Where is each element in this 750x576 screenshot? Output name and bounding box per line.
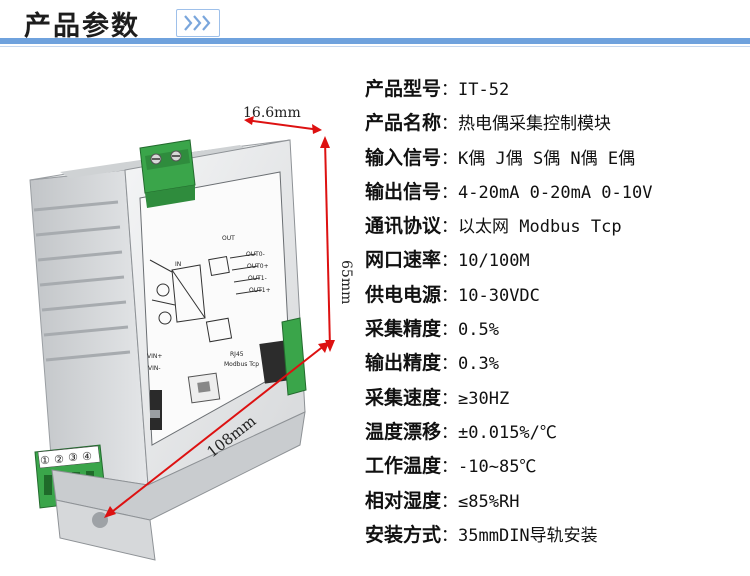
label-out: OUT [222, 235, 235, 242]
spec-label: 供电电源 [365, 283, 442, 306]
spec-row-protocol: 通讯协议：以太网 Modbus Tcp [365, 215, 622, 238]
product-illustration: IN OUT OUT0- OUT0+ OUT1- OUT1+ VIN+ VIN-… [0, 60, 355, 572]
spec-value: 以太网 Modbus Tcp [458, 217, 622, 238]
spec-row-name: 产品名称：热电偶采集控制模块 [365, 112, 612, 135]
spec-row-temp: 工作温度：-10~85℃ [365, 455, 537, 478]
header-line [0, 46, 750, 47]
header-bar [0, 38, 750, 44]
spec-value: IT-52 [458, 80, 510, 100]
terminal-number-3: ③ [68, 451, 78, 464]
spec-label: 采集精度 [365, 318, 442, 341]
spec-label: 相对湿度 [365, 489, 442, 512]
spec-row-model: 产品型号：IT-52 [365, 78, 510, 100]
label-out0-minus: OUT0- [246, 251, 265, 258]
label-out1-plus: OUT1+ [249, 287, 271, 294]
spec-label: 采集速度 [365, 386, 442, 409]
spec-label: 温度漂移 [365, 420, 442, 443]
spec-row-drift: 温度漂移：±0.015%/℃ [365, 420, 557, 443]
label-vin-minus: VIN- [148, 365, 161, 372]
label-rj45: RJ45 [230, 351, 244, 358]
spec-label: 产品型号 [365, 78, 442, 100]
spec-label: 产品名称 [365, 112, 442, 135]
spec-value: K偶 J偶 S偶 N偶 E偶 [458, 148, 636, 169]
spec-row-out-precision: 输出精度：0.3% [365, 352, 499, 375]
terminal-number-1: ① [40, 454, 50, 467]
dimension-height: 65mm [338, 260, 354, 304]
spec-value: 4-20mA 0-20mA 0-10V [458, 182, 653, 203]
spec-row-speed: 采集速度：≥30HZ [365, 386, 510, 409]
spec-label: 输出精度 [365, 352, 442, 375]
label-out1-minus: OUT1- [248, 275, 267, 282]
spec-value: 10/100M [458, 251, 530, 272]
spec-label: 输入信号 [365, 146, 442, 169]
spec-value: -10~85℃ [458, 457, 537, 478]
spec-row-output: 输出信号：4-20mA 0-20mA 0-10V [365, 180, 653, 203]
spec-row-power: 供电电源：10-30VDC [365, 283, 540, 306]
spec-value: 热电偶采集控制模块 [458, 114, 612, 135]
section-header: 产品参数 [0, 0, 750, 48]
spec-value: 35mmDIN导轨安装 [458, 525, 598, 546]
label-modbus: Modbus Tcp [224, 361, 259, 368]
spec-row-acq-precision: 采集精度：0.5% [365, 318, 499, 341]
spec-label: 网口速率 [365, 249, 442, 272]
spec-label: 工作温度 [365, 455, 442, 478]
spec-value: ≥30HZ [458, 388, 510, 409]
spec-value: ±0.015%/℃ [458, 422, 557, 443]
spec-label: 安装方式 [365, 523, 442, 546]
spec-value: 0.5% [458, 320, 499, 341]
terminal-number-2: ② [54, 453, 64, 466]
spec-value: 0.3% [458, 354, 499, 375]
label-in: IN [175, 261, 181, 268]
terminal-number-4: ④ [82, 450, 92, 463]
spec-row-humidity: 相对湿度：≤85%RH [365, 489, 520, 512]
spec-label: 通讯协议 [365, 215, 442, 238]
spec-value: ≤85%RH [458, 491, 520, 512]
spec-value: 10-30VDC [458, 285, 540, 306]
dimension-width: 16.6mm [243, 105, 301, 121]
spec-row-mounting: 安装方式：35mmDIN导轨安装 [365, 523, 598, 546]
spec-row-rate: 网口速率：10/100M [365, 249, 530, 272]
spec-list: 产品型号：IT-52 产品名称：热电偶采集控制模块 输入信号：K偶 J偶 S偶 … [365, 72, 750, 552]
label-vin-plus: VIN+ [147, 353, 162, 360]
label-out0-plus: OUT0+ [247, 263, 269, 270]
spec-row-input: 输入信号：K偶 J偶 S偶 N偶 E偶 [365, 146, 636, 169]
spec-label: 输出信号 [365, 180, 442, 203]
section-title: 产品参数 [24, 11, 140, 42]
chevron-right-icon [176, 9, 220, 37]
